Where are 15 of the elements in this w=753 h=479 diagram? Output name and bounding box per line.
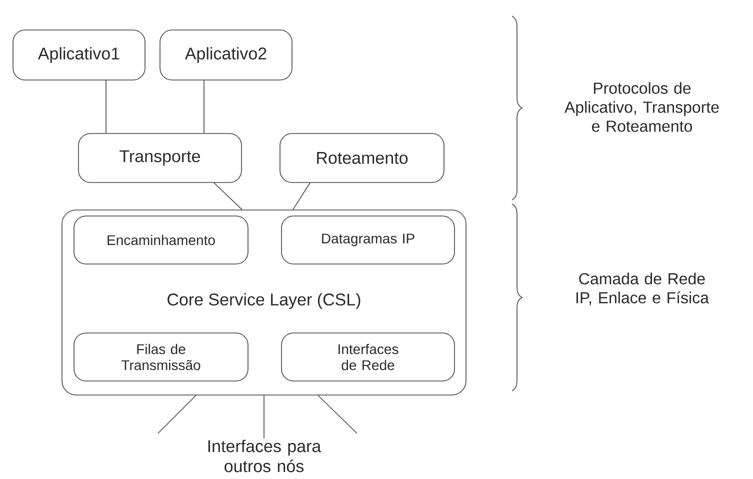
connector-line	[214, 182, 242, 210]
module-box: Interfaces de Rede	[281, 332, 455, 382]
connector-line	[318, 395, 358, 434]
connector-line	[158, 395, 196, 434]
connector-line	[292, 182, 310, 210]
module-box: Filas de Transmissão	[74, 332, 248, 382]
module-box: Datagramas IP	[281, 216, 455, 264]
interface-text: Interfaces para outros nós	[208, 440, 322, 472]
layer-label: Camada de Rede IP, Enlace e Física	[576, 272, 709, 306]
app-box: Aplicativo2	[160, 30, 292, 80]
module-box: Encaminhamento	[74, 216, 248, 264]
protocol-box: Roteamento	[280, 133, 444, 183]
layer-label: Protocolos de Aplicativo, Transporte e Roteamento	[564, 82, 719, 132]
app-box: Aplicativo1	[12, 30, 146, 80]
protocol-box: Transporte	[78, 133, 242, 183]
